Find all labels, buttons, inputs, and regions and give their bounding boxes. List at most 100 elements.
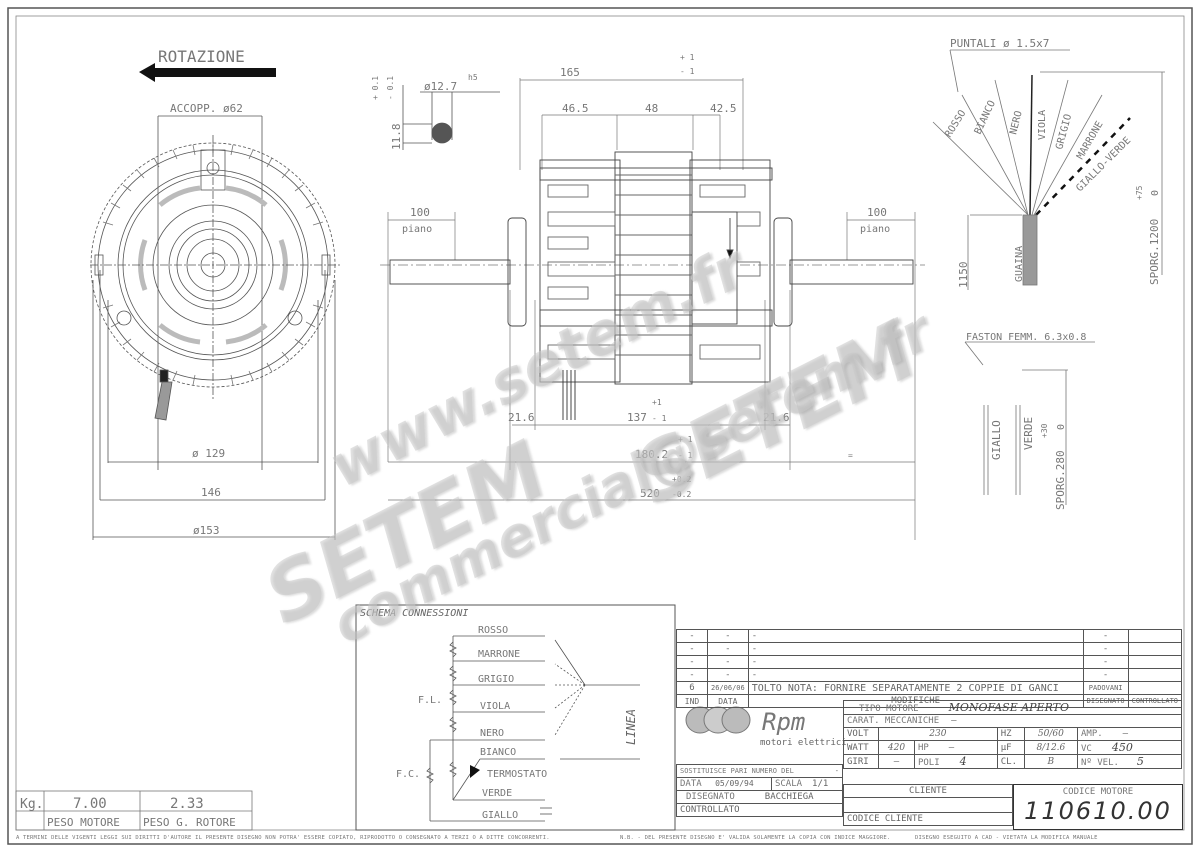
poles-value: 4	[959, 755, 967, 768]
svg-text:+ 1: + 1	[678, 435, 693, 444]
faston-label: FASTON FEMM. 6.3x0.8	[966, 332, 1086, 343]
line-label: LINEA	[624, 709, 638, 745]
lead-protrusion: SPORG.1200	[1148, 219, 1161, 285]
svg-text:VERDE: VERDE	[482, 788, 512, 799]
motor-type: MONOFASE APERTO	[948, 701, 1070, 714]
cad-note: DISEGNO ESEGUITO A CAD - VIETATA LA MODI…	[915, 835, 1098, 841]
svg-text:- 1: - 1	[652, 414, 667, 423]
wire-marrone: MARRONE	[1075, 119, 1106, 161]
between-dim: 180.2	[635, 448, 668, 461]
diameter-153-dim: ø153	[193, 524, 220, 537]
watt-value: 420	[878, 740, 915, 755]
seg2-dim: 48	[645, 102, 658, 115]
svg-text:VIOLA: VIOLA	[480, 701, 510, 712]
svg-text:GRIGIO: GRIGIO	[478, 674, 514, 685]
left-flat-label: piano	[402, 224, 432, 235]
drawing-info-table: SOSTITUISCE PARI NUMERO DEL- DATA 05/09/…	[676, 764, 844, 817]
sheath-length: 1150	[957, 262, 970, 289]
motor-code-box: CODICE MOTORE 110610.00	[1013, 784, 1183, 830]
rotor-weight-label: PESO G. ROTORE	[143, 816, 236, 829]
motor-weight-label: PESO MOTORE	[47, 816, 120, 829]
insulation-class: B	[1023, 754, 1078, 769]
wire-bianco: BIANCO	[973, 99, 998, 136]
svg-text:+1: +1	[652, 398, 662, 407]
svg-text:MARRONE: MARRONE	[478, 649, 520, 660]
brand-subtitle: motori elettrici	[760, 738, 847, 748]
speeds-value: 5	[1136, 755, 1144, 768]
drawing-scale: 1/1	[812, 779, 829, 789]
connection-schematic: SCHEMA CONNESSIONI ROSSO MARRONE GRIGIO …	[355, 604, 676, 831]
cap-wire-verde: VERDE	[1022, 417, 1035, 450]
width-146-dim: 146	[201, 486, 221, 499]
right-flat-label: piano	[860, 224, 890, 235]
seg3-dim: 42.5	[710, 102, 737, 115]
seg1-dim: 46.5	[562, 102, 589, 115]
motor-code: 110610.00	[1024, 797, 1172, 825]
total-length-dim: 520	[640, 487, 660, 500]
right-flat-length: 100	[867, 206, 887, 219]
drawn-by: BACCHIEGA	[764, 792, 814, 802]
left-hub-dim: 21.6	[508, 411, 535, 424]
cap-wire-giallo: GIALLO	[990, 420, 1003, 460]
svg-text:F.C.: F.C.	[396, 769, 420, 780]
sheath-label: GUAINA	[1014, 246, 1025, 282]
lead-wires-detail	[932, 49, 1165, 290]
copyright-note: A TERMINI DELLE VIGENTI LEGGI SUI DIRITT…	[16, 835, 550, 841]
svg-text:BIANCO: BIANCO	[480, 747, 516, 758]
schema-title: SCHEMA CONNESSIONI	[360, 608, 468, 619]
svg-text:0: 0	[1056, 424, 1067, 430]
client-table: CLIENTE CODICE CLIENTE	[843, 784, 1013, 826]
right-hub-dim: 21.6	[763, 411, 790, 424]
svg-text:0: 0	[1150, 190, 1161, 196]
diameter-129-dim: ø 129	[192, 447, 225, 460]
svg-text:- 1: - 1	[678, 451, 693, 460]
coupling-dim: ACCOPP. ø62	[170, 102, 243, 115]
svg-text:NERO: NERO	[480, 728, 504, 739]
motor-side-view	[380, 78, 925, 540]
cap-protrusion: SPORG.280	[1054, 450, 1067, 510]
svg-text:+30: +30	[1040, 423, 1049, 438]
svg-text:+0.2: +0.2	[672, 475, 691, 484]
hz-value: 50/60	[1023, 727, 1078, 741]
rotation-arrow-icon	[139, 63, 276, 82]
svg-text:-0.2: -0.2	[672, 490, 691, 499]
brand-name: Rpm	[762, 708, 805, 736]
wire-nero: NERO	[1008, 110, 1025, 136]
shaft-diameter-dim: ø12.7	[424, 80, 457, 93]
left-flat-length: 100	[410, 206, 430, 219]
weight-unit: Kg.	[20, 797, 43, 812]
rotation-label: ROTAZIONE	[158, 47, 245, 66]
rpm-logo	[685, 706, 751, 734]
svg-text:+ 1: + 1	[680, 53, 695, 62]
svg-text:- 1: - 1	[680, 67, 695, 76]
drawing-date: 05/09/94	[715, 779, 754, 788]
svg-text:F.L.: F.L.	[418, 695, 442, 706]
shaft-flat-tol-plus: + 0.1	[371, 76, 380, 100]
wire-rosso: ROSSO	[943, 108, 968, 139]
svg-text:+75: +75	[1135, 185, 1144, 200]
wire-viola: VIOLA	[1037, 110, 1048, 140]
motor-weight: 7.00	[73, 796, 107, 812]
capacitor-leads-detail	[964, 341, 1095, 505]
body-length-dim: 165	[560, 66, 580, 79]
shaft-section-view	[402, 85, 500, 150]
svg-text:GIALLO: GIALLO	[482, 810, 518, 821]
weight-block	[15, 790, 253, 831]
shaft-flat-dim: 11.8	[390, 124, 403, 151]
shaft-flat-tol-minus: - 0.1	[386, 76, 395, 100]
svg-text:ROSSO: ROSSO	[478, 625, 508, 636]
sheet-border	[7, 7, 1193, 845]
shaft-tolerance: h5	[468, 73, 478, 82]
tips-label: PUNTALI ø 1.5x7	[950, 37, 1049, 50]
svg-text:=: =	[848, 451, 853, 460]
motor-front-view: ACCOPP. ø62	[90, 102, 340, 540]
rotor-weight: 2.33	[170, 796, 204, 812]
stator-dim: 137	[627, 411, 647, 424]
capacitance-value: 8/12.6	[1023, 740, 1078, 755]
revision-note: N.B. - DEL PRESENTE DISEGNO E' VALIDA SO…	[620, 835, 891, 841]
